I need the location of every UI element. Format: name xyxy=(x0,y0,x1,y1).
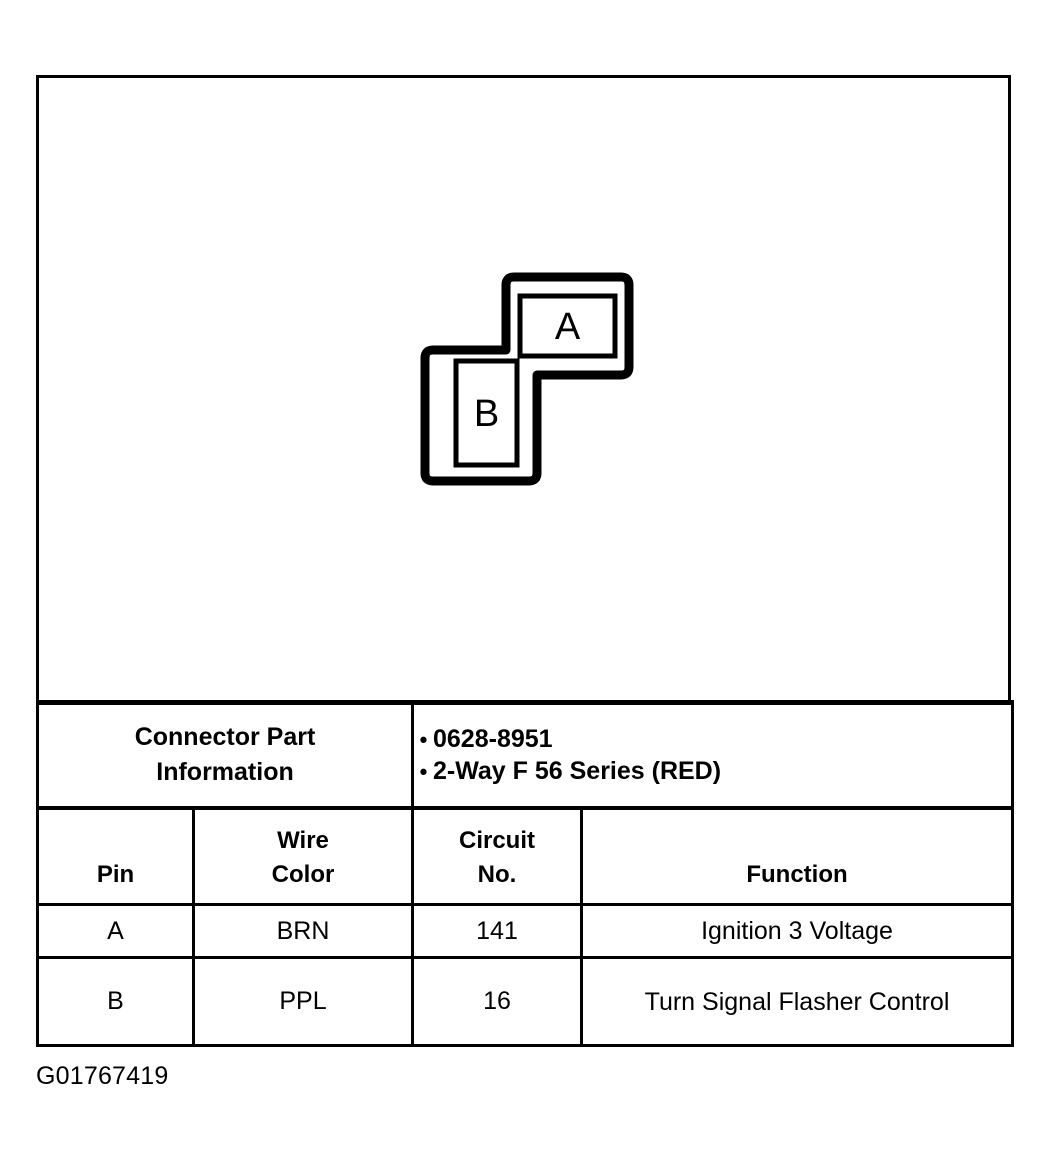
bullet-icon: • xyxy=(419,726,428,752)
column-header-circuit-line2: No. xyxy=(477,861,517,889)
row-pin-b-wire-color: PPL xyxy=(192,956,414,1047)
column-header-function: Function xyxy=(580,805,1014,906)
connector-illustration-area: A B xyxy=(39,78,1008,700)
part-number-item: • 0628-8951 xyxy=(414,724,1011,753)
column-header-function-label: Function xyxy=(746,861,848,889)
row-pin-b-function: Turn Signal Flasher Control xyxy=(580,956,1014,1047)
connector-part-information-label: Connector Part Information xyxy=(36,700,414,809)
column-header-row: Pin Wire Color Circuit No. xyxy=(36,805,1014,906)
connector-spec-table: Connector Part Information • 0628-8951 •… xyxy=(36,700,1014,1047)
bullet-icon: • xyxy=(419,758,428,784)
row-pin-a-circuit-no: 141 xyxy=(411,903,583,959)
part-number-text: 0628-8951 xyxy=(433,724,553,753)
connector-series-text: 2-Way F 56 Series (RED) xyxy=(433,756,722,785)
column-header-circuit-no: Circuit No. xyxy=(411,805,583,906)
connector-part-information-row: Connector Part Information • 0628-8951 •… xyxy=(36,700,1014,809)
connector-diagram-frame: A B Connector Part Information xyxy=(36,75,1014,1047)
figure-caption: G01767419 xyxy=(36,1062,169,1090)
column-header-wire-color: Wire Color xyxy=(192,805,414,906)
column-header-pin-label: Pin xyxy=(96,861,135,889)
column-header-wire-line2: Color xyxy=(271,861,335,889)
row-pin-a-pin: A xyxy=(36,903,195,959)
cavity-a-opening xyxy=(517,293,618,359)
column-header-wire-line1: Wire xyxy=(277,827,329,855)
row-pin-b-pin: B xyxy=(36,956,195,1047)
cpi-label-line2: Information xyxy=(156,758,294,787)
cavity-b-label: B xyxy=(474,393,499,435)
row-pin-b-circuit-no: 16 xyxy=(411,956,583,1047)
cavity-b-opening xyxy=(453,358,520,468)
row-pin-a-wire-color: BRN xyxy=(192,903,414,959)
connector-part-details: • 0628-8951 • 2-Way F 56 Series (RED) xyxy=(411,700,1014,809)
column-header-circuit-line1: Circuit xyxy=(458,827,535,855)
table-row: A BRN 141 Ignition 3 Voltage xyxy=(36,903,1014,959)
cpi-label-line1: Connector Part xyxy=(134,722,316,751)
connector-series-item: • 2-Way F 56 Series (RED) xyxy=(414,756,1011,785)
connector-face-view: A B xyxy=(420,270,637,488)
table-row: B PPL 16 Turn Signal Flasher Control xyxy=(36,956,1014,1047)
row-pin-a-function: Ignition 3 Voltage xyxy=(580,903,1014,959)
connector-body-outline xyxy=(420,272,634,486)
column-header-pin: Pin xyxy=(36,805,195,906)
cavity-a-label: A xyxy=(555,306,581,348)
